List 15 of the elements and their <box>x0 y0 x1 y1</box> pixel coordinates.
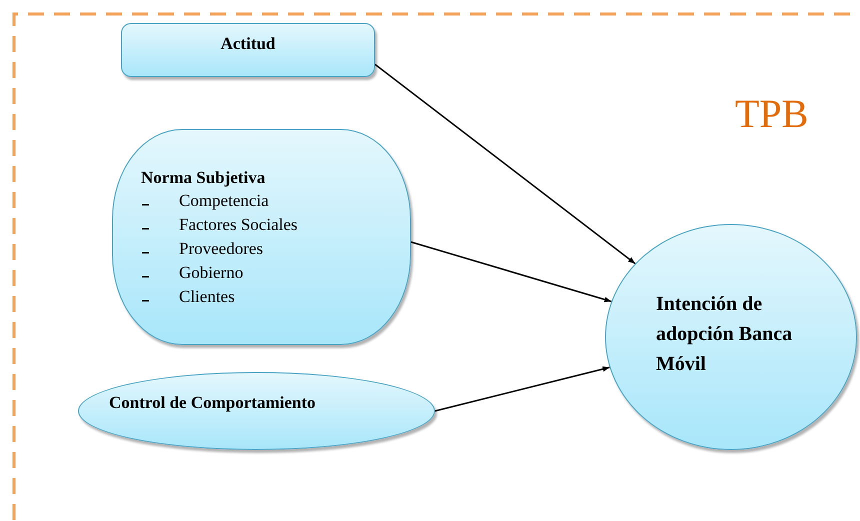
list-item: Clientes <box>179 287 235 307</box>
arrow <box>410 241 612 302</box>
node-title: Control de Comportamiento <box>109 393 316 413</box>
list-item: Proveedores <box>179 239 264 259</box>
node-title: Norma Subjetiva <box>141 168 266 188</box>
arrow <box>374 64 636 264</box>
list-item: Factores Sociales <box>179 215 298 235</box>
rounded-box <box>112 129 411 345</box>
list-item: Gobierno <box>179 263 244 283</box>
process-box <box>121 23 375 77</box>
list-item: Competencia <box>179 191 269 211</box>
node-title: Intención de adopción Banca Móvil <box>656 292 794 377</box>
node-title: Actitud <box>220 34 276 54</box>
model-label: TPB <box>735 94 808 134</box>
arrow <box>434 366 610 412</box>
